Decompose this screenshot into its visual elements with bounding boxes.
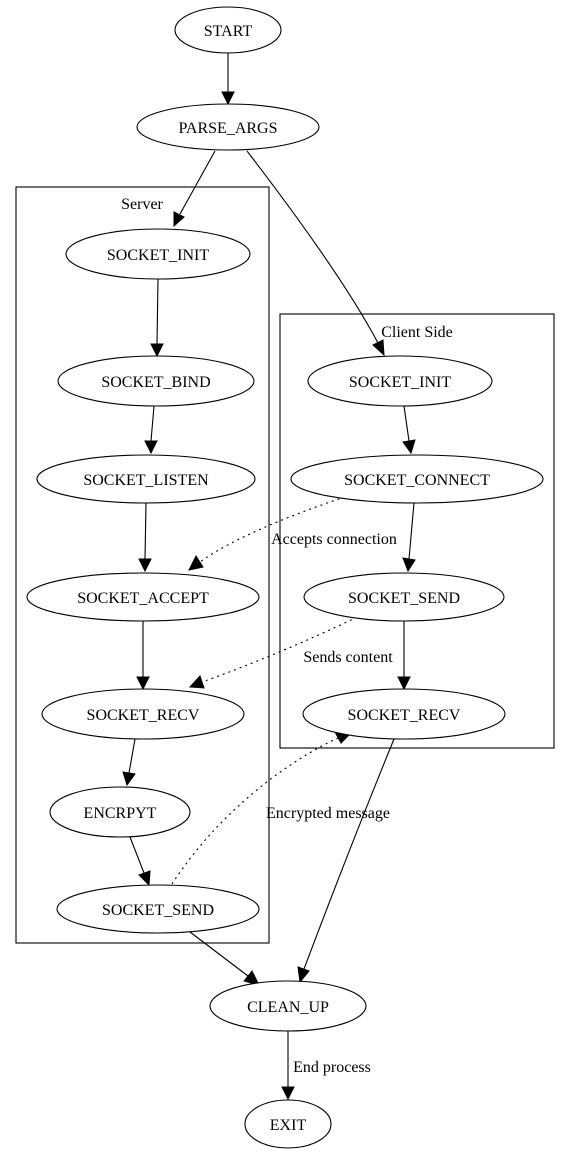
edge-parse-args-to-server-socket-init (173, 150, 216, 228)
edge-server-encrypt-to-socket-send (129, 836, 151, 887)
node-client-socket-connect: SOCKET_CONNECT (290, 454, 544, 504)
edge-client-socket-recv-to-clean-up (297, 738, 395, 984)
node-server-socket-accept: SOCKET_ACCEPT (26, 572, 260, 622)
edge-client-socket-send-to-socket-recv (397, 621, 411, 691)
edge-send-to-recv-dotted: Sends content (188, 616, 393, 689)
node-client-socket-connect-label: SOCKET_CONNECT (344, 472, 490, 489)
node-exit-label: EXIT (270, 1117, 307, 1134)
node-server-socket-send-label: SOCKET_SEND (102, 902, 214, 919)
node-clean-up-label: CLEAN_UP (247, 999, 329, 1016)
node-server-socket-recv: SOCKET_RECV (41, 688, 245, 740)
edge-label-end-process: End process (293, 1059, 371, 1076)
edge-server-socket-init-to-socket-bind (150, 278, 164, 358)
edge-server-socket-recv-to-encrypt (122, 738, 136, 787)
edges-layer: Accepts connection Sends content Encrypt… (122, 53, 416, 1101)
node-client-socket-recv: SOCKET_RECV (302, 688, 506, 740)
edge-start-to-parse-args (221, 53, 235, 106)
node-server-encrypt-label: ENCRPYT (84, 805, 157, 822)
node-start: START (174, 6, 282, 54)
edge-client-socket-connect-to-socket-send (402, 502, 416, 573)
node-client-socket-send: SOCKET_SEND (303, 572, 505, 622)
node-server-socket-accept-label: SOCKET_ACCEPT (77, 590, 209, 607)
node-server-socket-init: SOCKET_INIT (65, 228, 251, 280)
node-clean-up: CLEAN_UP (209, 980, 367, 1032)
node-server-socket-recv-label: SOCKET_RECV (87, 707, 200, 724)
node-server-socket-bind-label: SOCKET_BIND (101, 374, 210, 391)
edge-encrypted-message-dotted: Encrypted message (171, 731, 390, 885)
node-start-label: START (204, 23, 253, 40)
edge-label-sends-content: Sends content (303, 649, 393, 666)
edge-server-socket-send-to-clean-up (189, 931, 260, 986)
edge-label-encrypted-message: Encrypted message (266, 805, 390, 822)
node-client-socket-init: SOCKET_INIT (307, 355, 493, 407)
edge-client-socket-init-to-socket-connect (402, 405, 416, 455)
node-client-socket-init-label: SOCKET_INIT (349, 374, 451, 391)
node-client-socket-send-label: SOCKET_SEND (348, 590, 460, 607)
server-cluster-label: Server (121, 196, 163, 213)
edge-clean-up-to-exit: End process (281, 1031, 371, 1101)
edge-server-socket-bind-to-socket-listen (144, 405, 158, 455)
node-server-socket-bind: SOCKET_BIND (57, 355, 255, 407)
edge-server-socket-listen-to-socket-accept (138, 502, 152, 573)
node-server-socket-listen: SOCKET_LISTEN (36, 454, 256, 504)
node-server-socket-send: SOCKET_SEND (56, 884, 260, 934)
server-cluster: Server (15, 186, 270, 944)
node-server-encrypt: ENCRPYT (49, 786, 191, 838)
client-side-cluster: Client Side (279, 313, 555, 749)
edge-label-accepts-connection: Accepts connection (271, 531, 397, 548)
node-server-socket-listen-label: SOCKET_LISTEN (83, 472, 209, 489)
node-client-socket-recv-label: SOCKET_RECV (348, 707, 461, 724)
edge-parse-args-to-client-socket-init (246, 150, 385, 357)
node-parse-args: PARSE_ARGS (136, 103, 320, 151)
node-server-socket-init-label: SOCKET_INIT (107, 247, 209, 264)
edge-connect-to-accept-dotted: Accepts connection (188, 496, 397, 571)
edge-server-socket-accept-to-socket-recv (136, 621, 150, 691)
client-side-cluster-label: Client Side (381, 324, 453, 341)
node-parse-args-label: PARSE_ARGS (178, 120, 277, 137)
node-exit: EXIT (244, 1099, 332, 1149)
